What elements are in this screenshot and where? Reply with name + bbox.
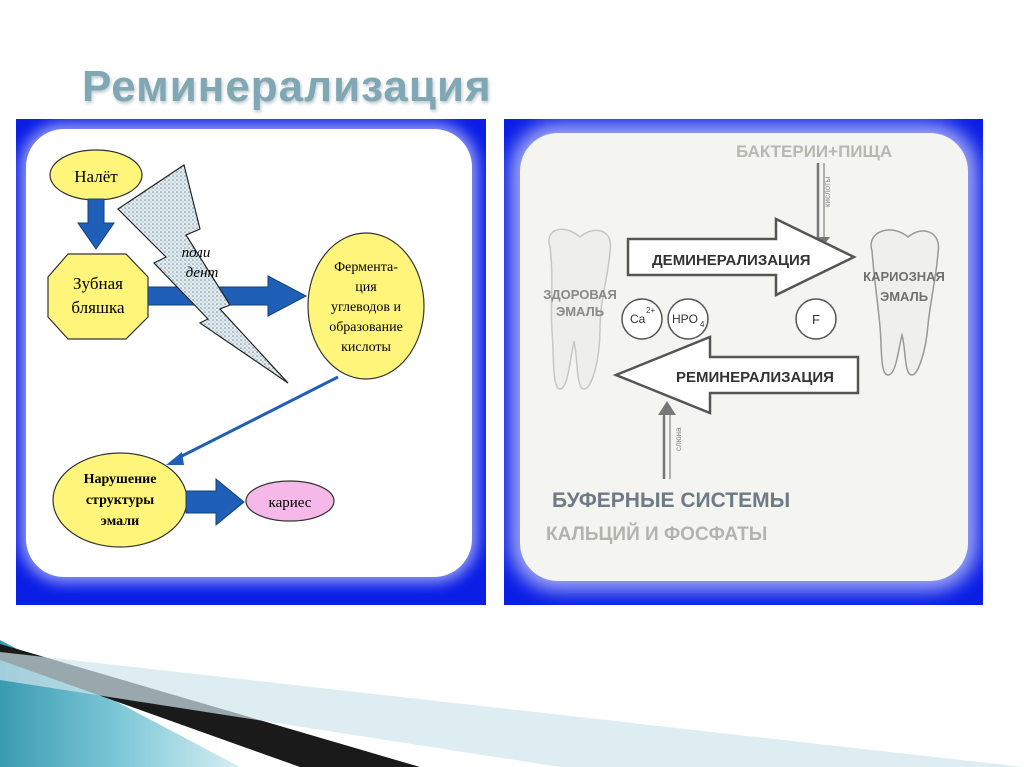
ferm-to-narush-line [175,375,339,461]
remineralization-arrow [612,335,860,415]
left-diagram: Налёт Зубная бляшка поли дент Фермента- … [47,149,425,548]
caries-node [245,480,335,522]
polident-label-line2: дент [186,265,219,281]
ferm-label-line3: углеводов и [331,300,402,315]
ion-ca-superscript: 2+ [646,306,655,315]
ferm-label-line5: кислоты [341,340,391,355]
ferm-label-line4: образование [329,320,403,335]
calcium-phosphates-label: КАЛЬЦИЙ И ФОСФАТЫ [546,523,767,545]
buffer-systems-label: БУФЕРНЫЕ СИСТЕМЫ [552,489,790,512]
ion-hpo-circle [667,298,709,340]
ion-hpo-subscript: 4 [700,320,705,329]
healthy-label-line1: ЗДОРОВАЯ [543,287,617,302]
ion-ca-label: Ca [630,312,646,326]
fermentation-node [307,232,425,380]
plaque-to-ferm-arrow [147,275,308,317]
slide-title: Реминерализация [82,62,492,111]
narush-label-line3: эмали [101,514,139,529]
ion-f-label: F [812,312,820,327]
healthy-tooth-icon [548,228,612,390]
caries-label: кариес [269,495,312,511]
right-diagram-panel: БАКТЕРИИ+ПИЩА кислоты ЗДОРОВАЯ ЭМАЛЬ КАР… [504,119,983,605]
saliva-label: слюна [674,427,683,451]
acids-label: кислоты [823,176,832,207]
bacteria-food-label: БАКТЕРИИ+ПИЩА [736,142,892,161]
plaque-label-line2: бляшка [71,298,125,317]
nalet-label: Налёт [74,167,118,186]
carious-label-line1: КАРИОЗНАЯ [863,269,945,284]
ion-ca-circle [621,298,663,340]
ferm-label-line2: ция [355,280,377,295]
narush-label-line1: Нарушение [84,472,157,487]
narush-label-line2: структуры [86,493,154,508]
ion-f-circle [795,298,837,340]
remineralization-label: РЕМИНЕРАЛИЗАЦИЯ [676,369,834,386]
polident-lightning [117,164,289,384]
carious-tooth-icon [870,229,940,376]
carious-label-line2: ЭМАЛЬ [880,289,928,304]
ion-hpo-label: HPO [672,312,698,326]
saliva-arrowhead [658,401,676,415]
narush-to-caries-arrow [185,477,245,527]
left-diagram-panel: Налёт Зубная бляшка поли дент Фермента- … [16,119,486,605]
footer-swoosh-light [0,652,1024,767]
demineralization-label: ДЕМИНЕРАЛИЗАЦИЯ [652,252,811,269]
plaque-node [47,253,149,340]
plaque-label-line1: Зубная [73,274,123,293]
right-diagram: БАКТЕРИИ+ПИЩА кислоты ЗДОРОВАЯ ЭМАЛЬ КАР… [543,142,945,545]
ferm-to-narush-arrowhead [166,452,184,465]
healthy-label-line2: ЭМАЛЬ [556,304,604,319]
ferm-label-line1: Фермента- [334,260,398,275]
footer-decoration [0,640,1024,767]
polident-label-line1: поли [182,245,211,261]
down-arrow [77,198,115,250]
demineralization-arrow [626,217,857,297]
